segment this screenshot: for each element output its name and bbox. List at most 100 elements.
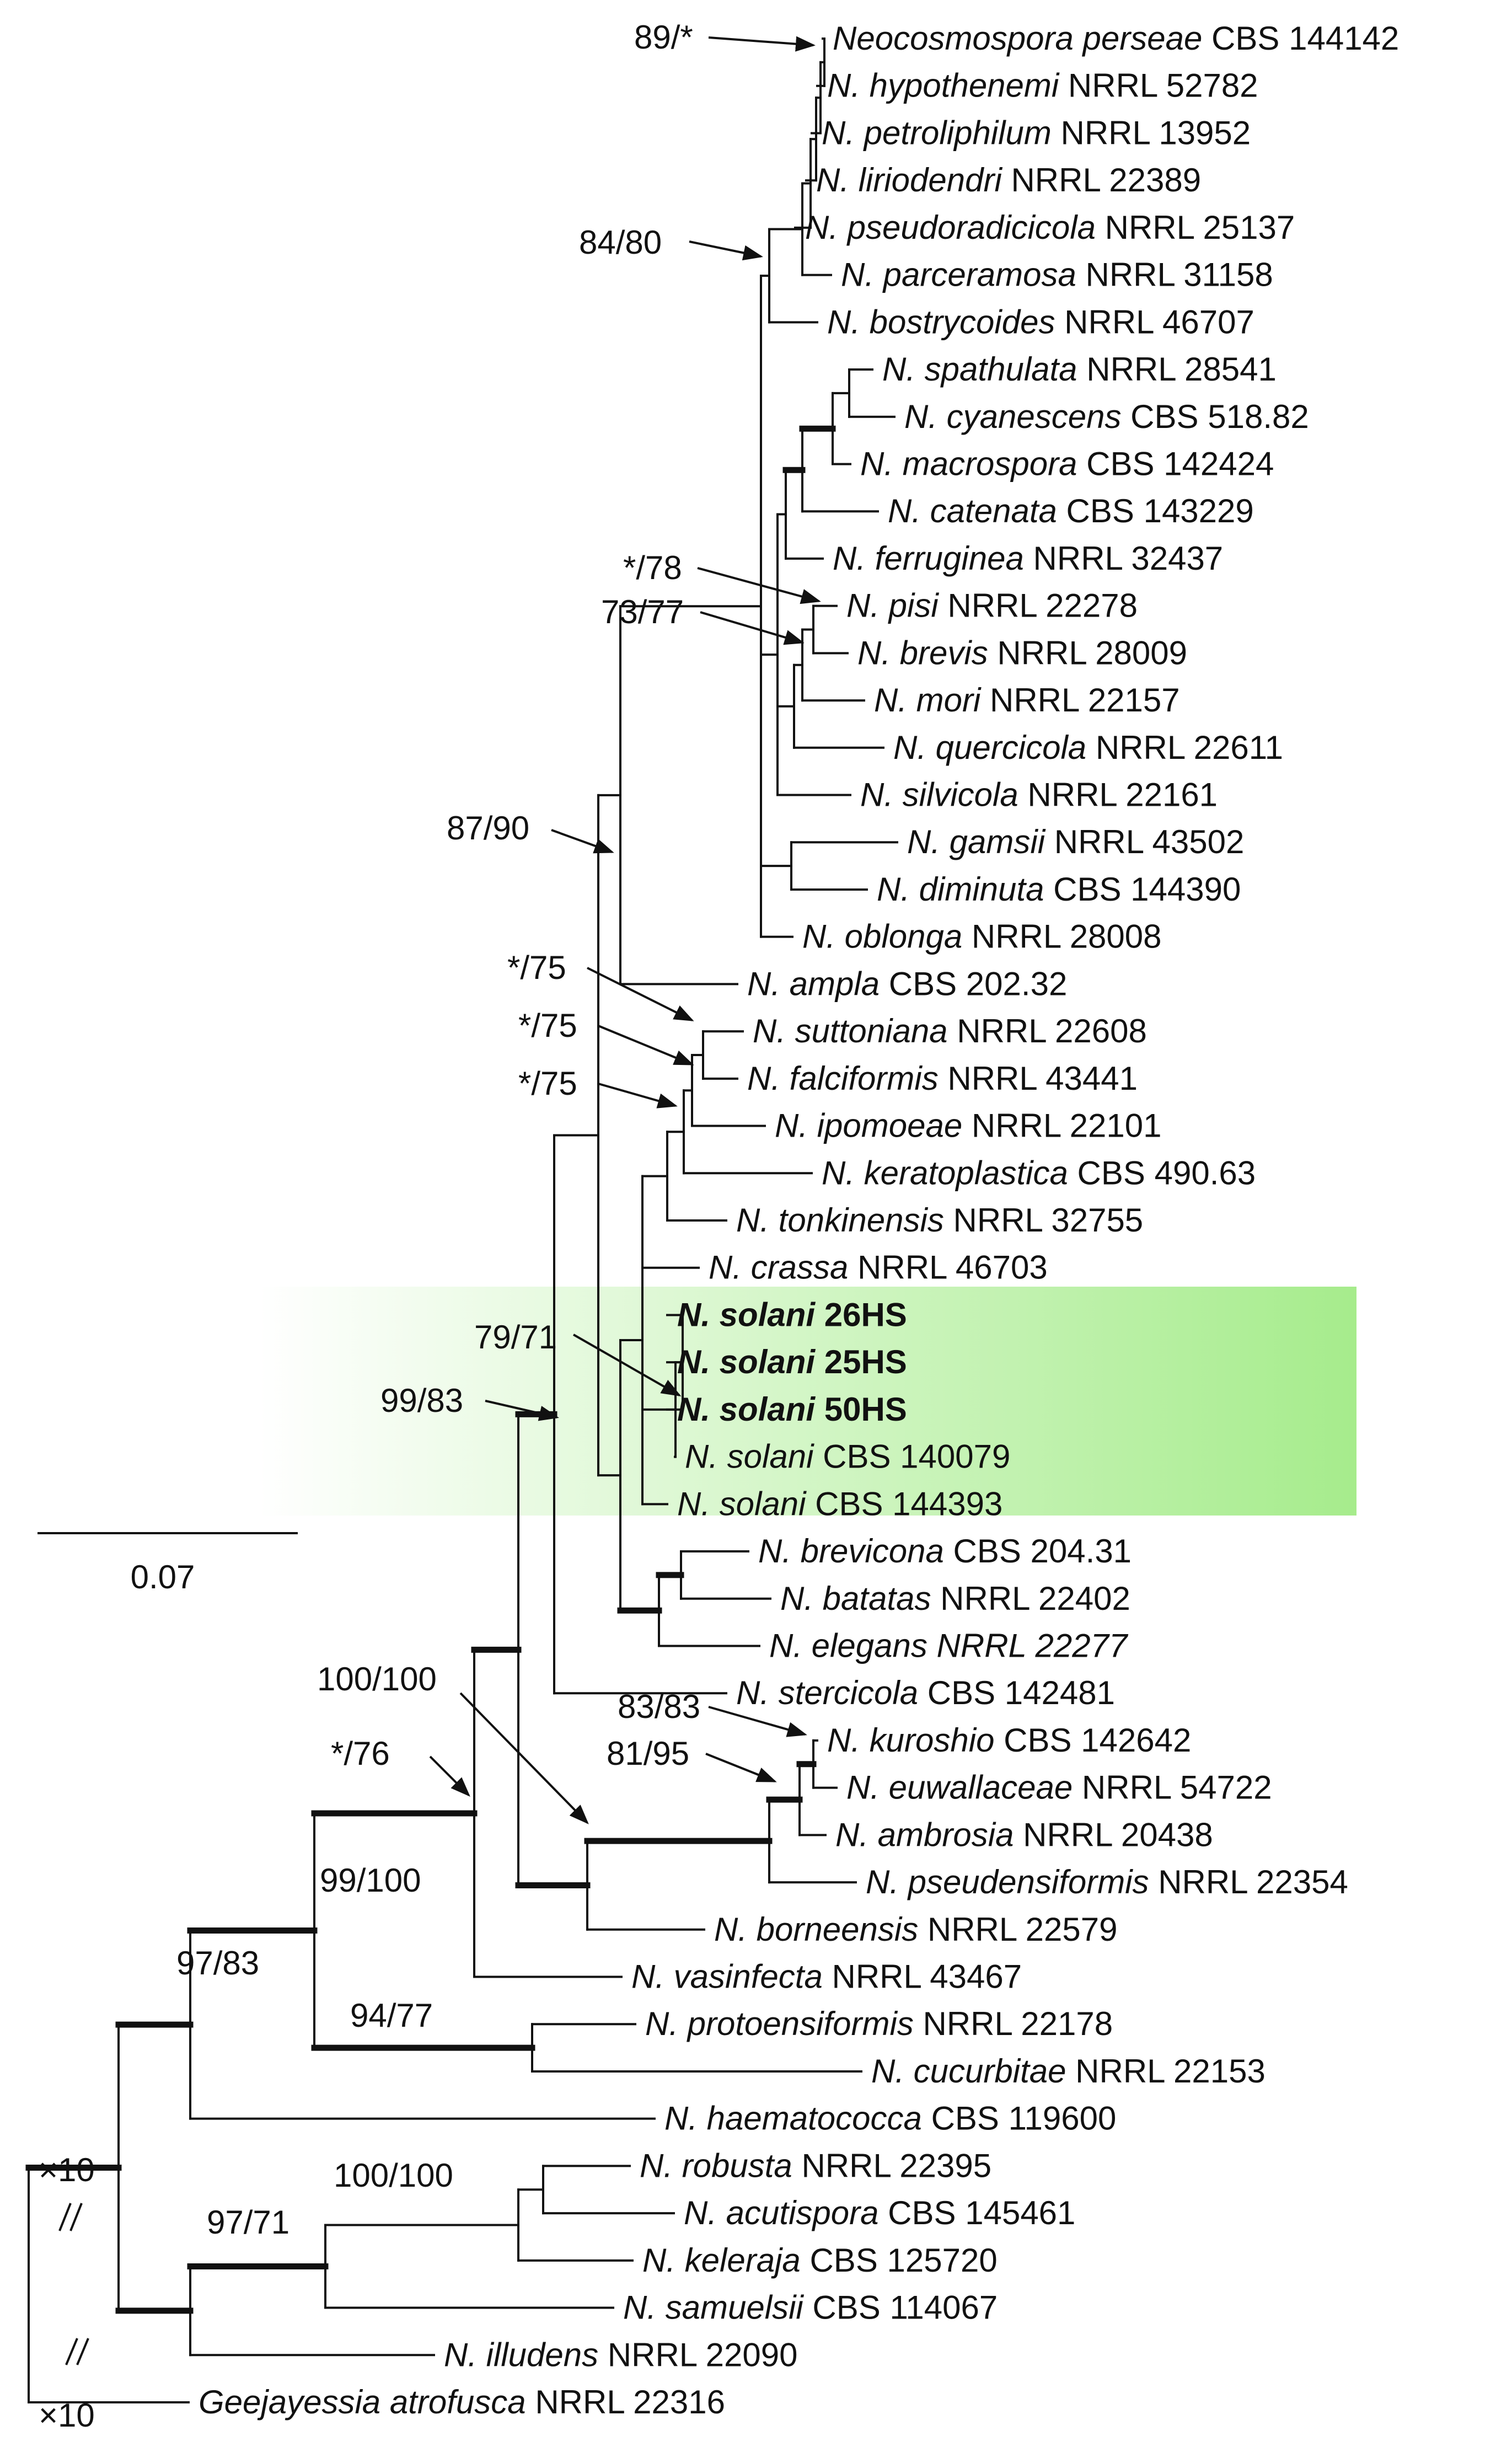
taxon-label-t7: N. bostrycoides NRRL 46707 — [827, 303, 1254, 340]
break-label-top: ×10 — [39, 2151, 95, 2188]
strain-id: NRRL 22161 — [1018, 777, 1218, 813]
taxon-label-t40: N. pseudensiformis NRRL 22354 — [866, 1864, 1348, 1900]
support-value-s1: 89/* — [634, 19, 693, 56]
strain-id: NRRL 31158 — [1076, 256, 1273, 293]
taxon-label-t22: N. suttoniana NRRL 22608 — [753, 1013, 1147, 1050]
strain-id: CBS 142642 — [994, 1722, 1191, 1759]
taxon-label-t20: N. oblonga NRRL 28008 — [802, 918, 1162, 955]
support-arrow-s4 — [700, 611, 805, 645]
taxon-label-t15: N. mori NRRL 22157 — [874, 682, 1180, 719]
taxon-label-t9: N. cyanescens CBS 518.82 — [904, 398, 1309, 435]
support-value-s18: 100/100 — [334, 2157, 453, 2194]
taxon-label-t4: N. liriodendri NRRL 22389 — [816, 162, 1201, 199]
taxon-label-t19: N. diminuta CBS 144390 — [877, 871, 1241, 908]
taxon-name: N. ambrosia — [835, 1816, 1014, 1853]
taxon-label-t35: N. elegans NRRL 22277 — [769, 1627, 1129, 1664]
break-label-bottom: ×10 — [39, 2397, 95, 2434]
strain-id: NRRL 43467 — [823, 1958, 1022, 1995]
support-value-s9: 79/71 — [474, 1319, 557, 1356]
taxon-label-t46: N. robusta NRRL 22395 — [640, 2147, 991, 2184]
taxon-name: Geejayessia atrofusca — [199, 2384, 526, 2421]
strain-id: 50HS — [815, 1391, 907, 1428]
taxon-name: N. elegans — [769, 1627, 927, 1664]
taxon-name: N. borneensis — [714, 1911, 918, 1948]
strain-id: NRRL 28541 — [1077, 351, 1277, 388]
taxon-name: N. liriodendri — [816, 162, 1002, 199]
taxon-label-t3: N. petroliphilum NRRL 13952 — [822, 114, 1251, 151]
tree-branches — [25, 38, 898, 2403]
strain-id: NRRL 22316 — [526, 2384, 725, 2421]
taxon-name: N. parceramosa — [841, 256, 1076, 293]
taxon-name: N. tonkinensis — [736, 1202, 944, 1239]
taxon-label-t21: N. ampla CBS 202.32 — [747, 965, 1067, 1002]
branch-break-marks — [58, 2203, 89, 2365]
taxon-label-t8: N. spathulata NRRL 28541 — [882, 351, 1277, 388]
taxon-label-t2: N. hypothenemi NRRL 52782 — [827, 67, 1258, 104]
strain-id: CBS 140079 — [813, 1438, 1010, 1475]
taxon-name: N. kuroshio — [827, 1722, 994, 1759]
support-value-s7: */75 — [518, 1007, 577, 1044]
support-arrow-s6 — [587, 967, 694, 1021]
taxon-name: N. hypothenemi — [827, 67, 1060, 104]
strain-id: NRRL 22354 — [1149, 1864, 1348, 1900]
support-arrow-s1 — [708, 36, 816, 52]
strain-id: CBS 518.82 — [1122, 398, 1309, 435]
taxon-label-t31: N. solani CBS 140079 — [685, 1438, 1010, 1475]
taxon-label-t24: N. ipomoeae NRRL 22101 — [775, 1107, 1162, 1144]
taxon-name: N. ferruginea — [833, 540, 1024, 577]
strain-id: CBS 114067 — [803, 2289, 998, 2326]
break-mark-top-2 — [69, 2203, 83, 2231]
taxon-name: N. vasinfecta — [631, 1958, 823, 1995]
strain-id: NRRL 46707 — [1055, 303, 1254, 340]
taxon-label-t39: N. ambrosia NRRL 20438 — [835, 1816, 1213, 1853]
strain-id: NRRL 22611 — [1086, 729, 1283, 766]
strain-id: CBS 143229 — [1057, 492, 1254, 529]
taxon-name: N. ipomoeae — [775, 1107, 962, 1144]
strain-id: NRRL 22153 — [1066, 2053, 1266, 2090]
taxon-label-t50: N. illudens NRRL 22090 — [444, 2336, 797, 2373]
support-value-s11: 100/100 — [317, 1661, 437, 1698]
taxon-label-t42: N. vasinfecta NRRL 43467 — [631, 1958, 1022, 1995]
support-value-s8: */75 — [518, 1065, 577, 1102]
support-value-s2: 84/80 — [579, 224, 662, 261]
strain-id: NRRL 54722 — [1073, 1769, 1272, 1806]
taxon-name: N. catenata — [888, 492, 1057, 529]
taxon-label-t26: N. tonkinensis NRRL 32755 — [736, 1202, 1143, 1239]
taxon-label-t48: N. keleraja CBS 125720 — [642, 2242, 998, 2279]
taxon-name: N. ampla — [747, 965, 880, 1002]
taxon-label-t23: N. falciformis NRRL 43441 — [747, 1060, 1138, 1097]
taxon-name: N. macrospora — [860, 445, 1077, 482]
strain-id: NRRL 46703 — [848, 1249, 1047, 1286]
strain-id: NRRL 22389 — [1002, 162, 1201, 199]
solani-clade-highlight — [259, 1287, 1356, 1516]
strain-id: 25HS — [815, 1343, 907, 1380]
taxon-name: N. acutispora — [684, 2194, 879, 2231]
strain-id: 26HS — [815, 1296, 907, 1333]
support-arrow-s3 — [697, 567, 821, 604]
taxon-name: N. pisi — [846, 587, 939, 624]
taxon-label-t29: N. solani 25HS — [677, 1343, 907, 1380]
taxon-name: N. silvicola — [860, 777, 1018, 813]
support-value-s13: 81/95 — [607, 1735, 689, 1772]
taxon-label-t33: N. brevicona CBS 204.31 — [758, 1533, 1132, 1570]
strain-id: CBS 490.63 — [1068, 1154, 1256, 1191]
support-value-s15: 99/100 — [320, 1862, 421, 1899]
strain-id: NRRL 32437 — [1024, 540, 1223, 577]
taxon-label-t18: N. gamsii NRRL 43502 — [907, 823, 1244, 860]
taxon-name: N. oblonga — [802, 918, 962, 955]
taxon-name: N. cucurbitae — [871, 2053, 1066, 2090]
strain-id: CBS 144142 — [1202, 20, 1399, 57]
strain-id: NRRL 22101 — [962, 1107, 1161, 1144]
taxon-name: N. pseudensiformis — [866, 1864, 1149, 1900]
strain-id: NRRL 43441 — [939, 1060, 1138, 1097]
taxon-label-t6: N. parceramosa NRRL 31158 — [841, 256, 1273, 293]
support-value-s19: 97/71 — [207, 2204, 289, 2241]
scale-bar-label: 0.07 — [131, 1559, 195, 1595]
taxon-name: N. falciformis — [747, 1060, 939, 1097]
taxon-name: N. solani — [677, 1391, 816, 1428]
taxon-name: N. protoensiformis — [645, 2005, 914, 2042]
strain-id: NRRL 22157 — [980, 682, 1179, 719]
support-arrow-s8 — [598, 1083, 678, 1109]
scale-bar: 0.07 — [37, 1532, 298, 1595]
